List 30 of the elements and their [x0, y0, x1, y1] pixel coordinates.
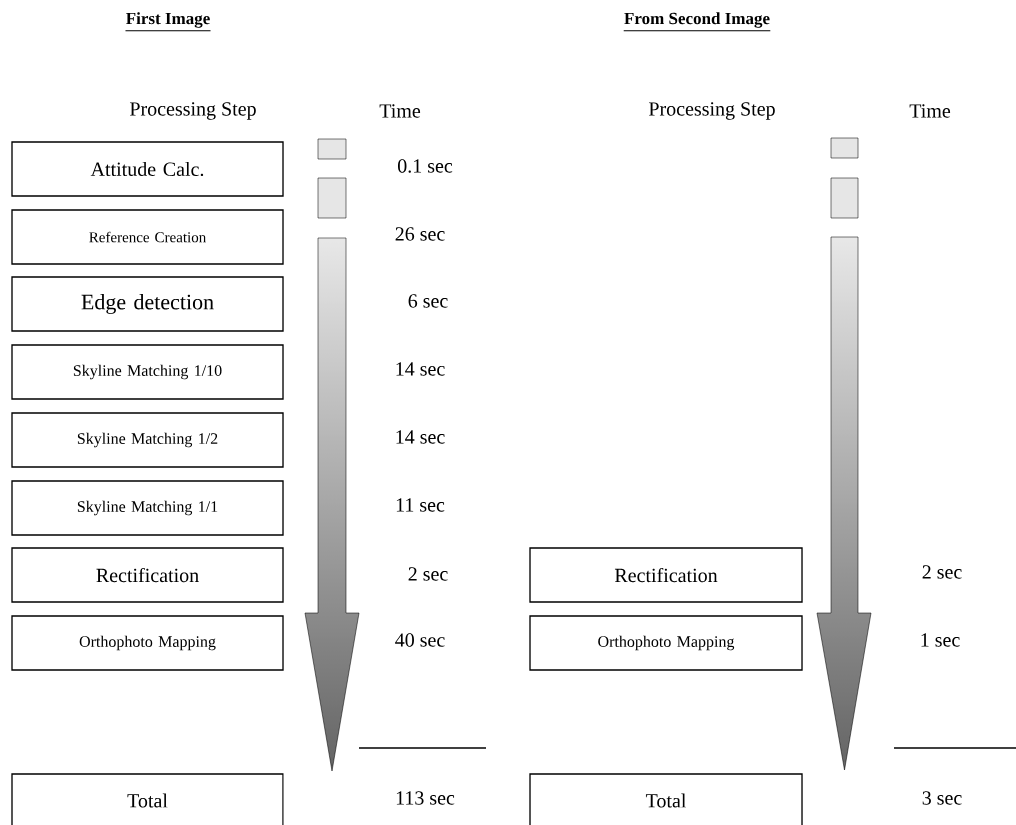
process-box: Orthophoto Mapping [11, 615, 284, 671]
time-value: 3 sec [922, 791, 962, 805]
column-header: Processing Step [649, 102, 775, 120]
process-box: Total [529, 773, 803, 825]
time-value: 6 sec [408, 294, 448, 308]
time-value: 14 sec [396, 430, 445, 444]
column-header: Processing Step [130, 102, 256, 120]
process-box: Rectification [11, 547, 284, 603]
time-value: 2 sec [408, 567, 448, 581]
heading: First Image [124, 12, 212, 32]
time-value: 2 sec [922, 565, 962, 579]
column-header: Time [909, 104, 951, 118]
time-value: 11 sec [396, 498, 445, 512]
time-value: 26 sec [395, 227, 445, 241]
time-value: 1 sec [921, 633, 960, 647]
process-box: Edge detection [11, 276, 284, 332]
time-value: 113 sec [396, 791, 455, 805]
process-box: Skyline Matching 1/1 [11, 480, 284, 536]
process-box: Total [11, 773, 284, 825]
process-box: Skyline Matching 1/2 [11, 412, 284, 468]
time-value: 40 sec [395, 633, 445, 647]
time-value: 0.1 sec [398, 159, 453, 173]
process-box: Reference Creation [11, 209, 284, 265]
column-header: Time [379, 104, 421, 118]
process-box: Attitude Calc. [11, 141, 284, 197]
heading: From Second Image [623, 12, 771, 32]
process-box: Rectification [529, 547, 803, 603]
process-box: Skyline Matching 1/10 [11, 344, 284, 400]
time-value: 14 sec [396, 362, 445, 376]
process-box: Orthophoto Mapping [529, 615, 803, 671]
